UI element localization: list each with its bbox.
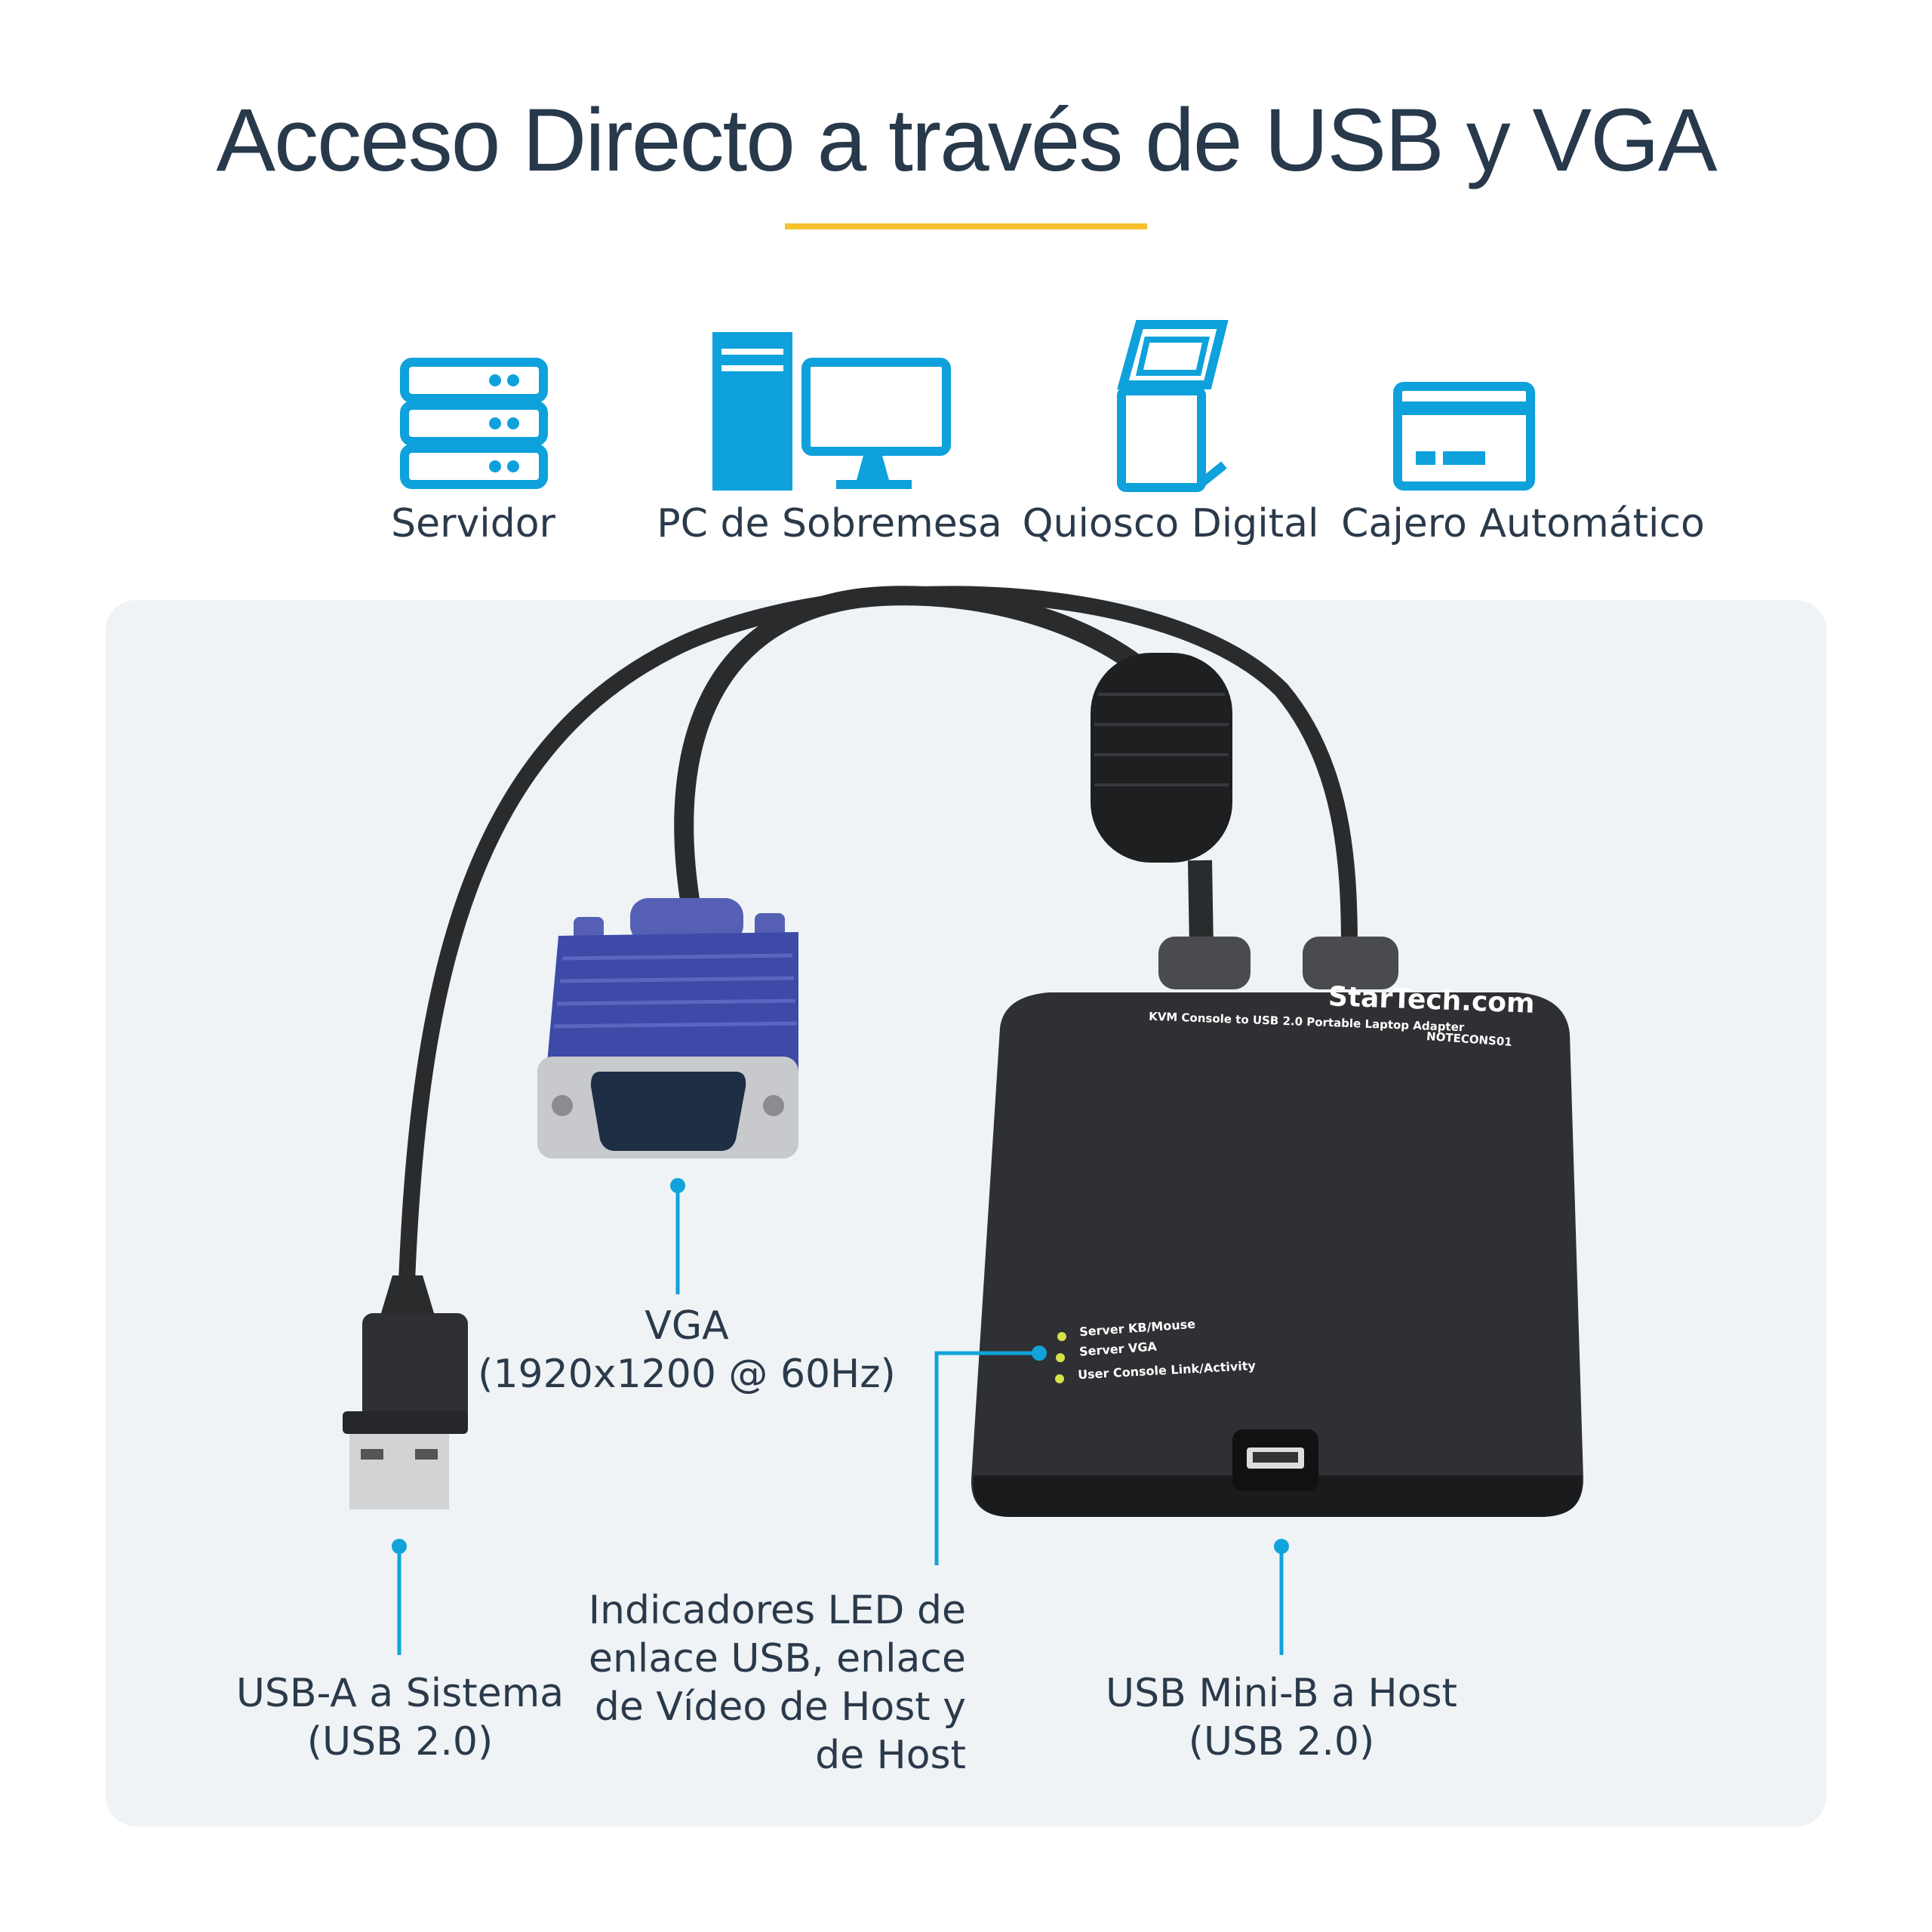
callout-vga-line1: VGA [645, 1303, 729, 1349]
title-underline [785, 223, 1147, 229]
category-label-desktop: PC de Sobremesa [657, 501, 1002, 546]
callout-mini-b-line1: USB Mini-B a Host [1106, 1671, 1457, 1716]
atm-icon [1393, 382, 1535, 491]
ferrite-core [1091, 653, 1232, 863]
desktop-pc-icon [712, 332, 951, 491]
server-icon [400, 358, 548, 489]
callout-usb-a: USB-A a Sistema (USB 2.0) [174, 1669, 626, 1766]
callout-leds-line2: enlace USB, enlace [588, 1636, 966, 1681]
callout-leds: Indicadores LED de enlace USB, enlace de… [513, 1586, 966, 1780]
callout-leds-line4: de Host [815, 1733, 966, 1778]
callout-usb-a-line1: USB-A a Sistema [235, 1671, 565, 1716]
category-label-server: Servidor [391, 501, 555, 546]
usb-a-plug [343, 1275, 468, 1509]
kiosk-icon [1117, 320, 1229, 492]
callout-vga: VGA (1920x1200 @ 60Hz) [460, 1302, 913, 1398]
callout-usb-a-line2: (USB 2.0) [306, 1719, 494, 1764]
category-icons [400, 320, 1535, 492]
callout-leds-line3: de Vídeo de Host y [594, 1684, 966, 1730]
adapter-body [971, 992, 1583, 1517]
category-label-atm: Cajero Automático [1341, 501, 1705, 546]
vga-cable [674, 586, 1172, 901]
callout-mini-b-line2: (USB 2.0) [1188, 1719, 1375, 1764]
category-label-kiosk: Quiosco Digital [1022, 501, 1319, 546]
callout-leds-line1: Indicadores LED de [588, 1588, 966, 1633]
callout-mini-b: USB Mini-B a Host (USB 2.0) [1055, 1669, 1508, 1766]
vga-connector [537, 898, 798, 1158]
page-title: Acceso Directo a través de USB y VGA [216, 91, 1717, 190]
callout-vga-line2: (1920x1200 @ 60Hz) [478, 1352, 896, 1397]
